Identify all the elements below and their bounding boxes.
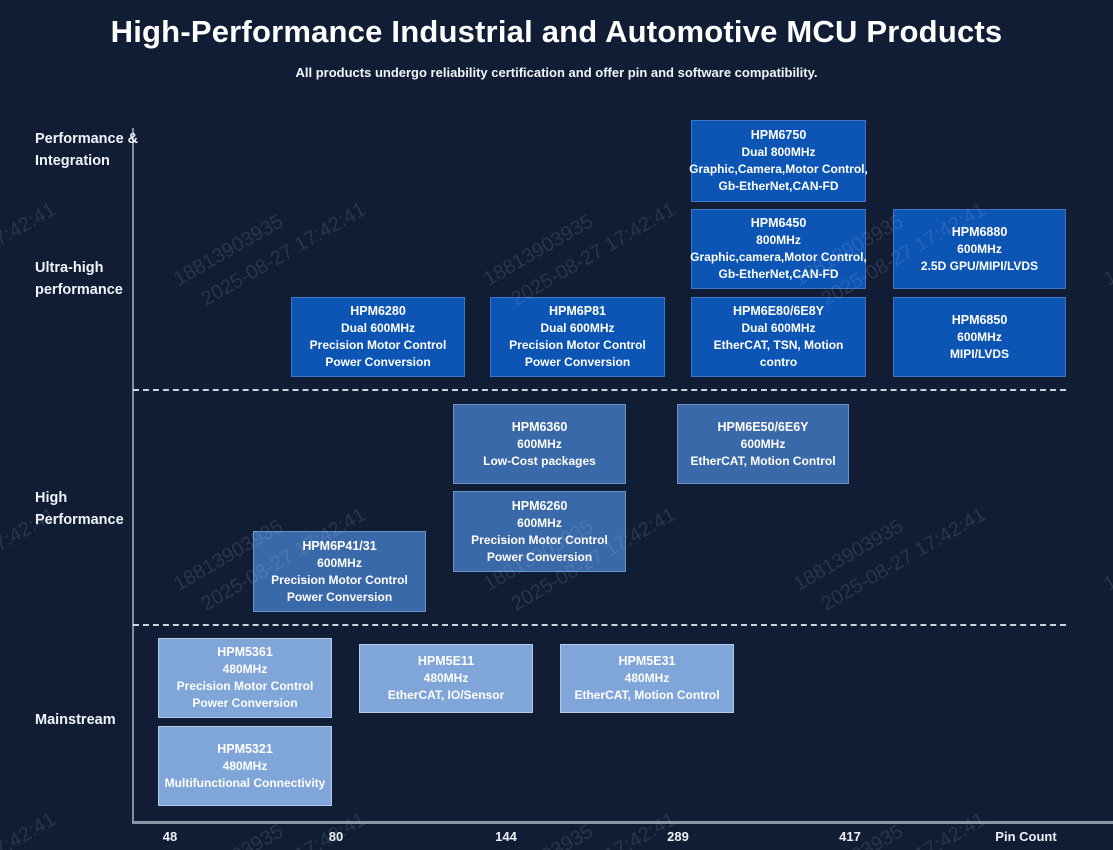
x-tick-417: 417 <box>839 829 861 844</box>
product-spec: Dual 600MHz <box>340 321 416 335</box>
product-spec: 480MHz <box>222 758 268 773</box>
product-spec: Power Conversion <box>192 696 298 710</box>
product-box-hpm5e31: HPM5E31 480MHz EtherCAT, Motion Control <box>560 644 734 713</box>
product-spec: 600MHz <box>957 241 1002 256</box>
product-name: HPM6P41/31 <box>302 538 377 553</box>
product-box-hpm6p81: HPM6P81 Dual 600MHz Precision Motor Cont… <box>490 297 665 377</box>
product-box-hpm6280: HPM6280 Dual 600MHz Precision Motor Cont… <box>291 297 465 377</box>
product-spec: Precision Motor Control <box>471 532 608 547</box>
product-box-hpm6p41-31: HPM6P41/31 600MHz Precision Motor Contro… <box>253 531 426 612</box>
tier-label-high-performance: High Performance <box>35 490 124 528</box>
tier-label-mainstream: Mainstream <box>35 712 116 728</box>
product-spec: Gb-EtherNet,CAN-FD <box>718 267 839 281</box>
product-spec: 480MHz <box>222 662 268 676</box>
product-spec: Low-Cost packages <box>483 453 596 468</box>
product-box-hpm5e11: HPM5E11 480MHz EtherCAT, IO/Sensor <box>359 644 533 713</box>
product-spec: 600MHz <box>740 436 786 451</box>
tier-label-performance-integration: Performance & Integration <box>35 131 139 169</box>
product-spec: contro <box>759 355 798 369</box>
x-tick-80: 80 <box>328 829 344 844</box>
product-box-hpm6850: HPM6850 600MHz MIPI/LVDS <box>893 297 1066 377</box>
product-name: HPM6260 <box>511 498 568 513</box>
product-spec: 600MHz <box>517 515 562 530</box>
product-box-hpm6750: HPM6750 Dual 800MHz Graphic,Camera,Motor… <box>689 120 868 202</box>
product-spec: Dual 600MHz <box>540 321 615 335</box>
product-spec: MIPI/LVDS <box>949 346 1010 361</box>
tier-separator-line <box>133 624 1066 626</box>
product-name: HPM6E50/6E6Y <box>717 419 809 434</box>
product-spec: 2.5D GPU/MIPI/LVDS <box>920 258 1039 273</box>
product-box-hpm5321: HPM5321 480MHz Multifunctional Connectiv… <box>158 726 332 806</box>
product-name: HPM6450 <box>750 216 807 230</box>
product-spec: Dual 600MHz <box>741 321 816 335</box>
product-name: HPM5E11 <box>417 654 475 668</box>
product-spec: Power Conversion <box>524 355 631 369</box>
product-name: HPM5321 <box>217 741 273 756</box>
product-name: HPM5E31 <box>618 654 676 668</box>
product-spec: Dual 800MHz <box>741 145 816 159</box>
product-spec: Power Conversion <box>486 549 593 564</box>
product-spec: Power Conversion <box>286 589 393 604</box>
product-spec: Precision Motor Control <box>509 338 646 352</box>
product-spec: 480MHz <box>423 671 469 685</box>
product-name: HPM6880 <box>951 224 1008 239</box>
tier-label-ultra-high: Ultra-high performance <box>35 260 123 298</box>
product-name: HPM6360 <box>511 419 568 434</box>
product-box-hpm6e50-6e6y: HPM6E50/6E6Y 600MHz EtherCAT, Motion Con… <box>677 404 849 484</box>
x-tick-48: 48 <box>162 829 178 844</box>
product-spec: 800MHz <box>756 233 801 247</box>
product-name: HPM6280 <box>350 304 406 318</box>
x-tick-144: 144 <box>495 829 517 844</box>
x-tick-289: 289 <box>667 829 689 844</box>
product-name: HPM6E80/6E8Y <box>732 304 825 318</box>
product-name: HPM6P81 <box>549 304 606 318</box>
product-spec: EtherCAT, Motion Control <box>690 453 836 468</box>
product-box-hpm6880: HPM6880 600MHz 2.5D GPU/MIPI/LVDS <box>893 209 1066 289</box>
product-spec: EtherCAT, IO/Sensor <box>387 688 505 702</box>
product-spec: 600MHz <box>957 329 1002 344</box>
product-spec: Precision Motor Control <box>176 679 314 693</box>
product-spec: Precision Motor Control <box>271 572 408 587</box>
y-axis-line <box>132 128 134 823</box>
product-spec: Gb-EtherNet,CAN-FD <box>718 179 839 193</box>
page-subtitle: All products undergo reliability certifi… <box>295 65 818 80</box>
product-spec: Multifunctional Connectivity <box>164 775 326 790</box>
product-box-hpm6260: HPM6260 600MHz Precision Motor Control P… <box>453 491 626 572</box>
product-spec: EtherCAT, TSN, Motion <box>713 338 844 352</box>
product-spec: Power Conversion <box>325 355 431 369</box>
product-box-hpm6e80-6e8y: HPM6E80/6E8Y Dual 600MHz EtherCAT, TSN, … <box>691 297 866 377</box>
x-axis-label: Pin Count <box>995 829 1057 844</box>
product-name: HPM6850 <box>951 312 1008 327</box>
product-box-hpm6360: HPM6360 600MHz Low-Cost packages <box>453 404 626 484</box>
product-spec: 480MHz <box>624 671 670 685</box>
product-spec: 600MHz <box>517 436 562 451</box>
x-axis-line <box>132 821 1113 824</box>
tier-separator-line <box>133 389 1066 391</box>
product-spec: EtherCAT, Motion Control <box>574 688 720 702</box>
product-spec: Precision Motor Control <box>309 338 447 352</box>
product-box-hpm6450: HPM6450 800MHz Graphic,camera,Motor Cont… <box>690 209 867 289</box>
page-title: High-Performance Industrial and Automoti… <box>110 14 1003 49</box>
product-box-hpm5361: HPM5361 480MHz Precision Motor Control P… <box>158 638 332 718</box>
product-spec: 600MHz <box>317 555 362 570</box>
product-spec: Graphic,camera,Motor Control, <box>690 250 867 264</box>
product-name: HPM5361 <box>217 645 273 659</box>
product-spec: Graphic,Camera,Motor Control, <box>689 162 868 176</box>
product-name: HPM6750 <box>750 128 807 142</box>
